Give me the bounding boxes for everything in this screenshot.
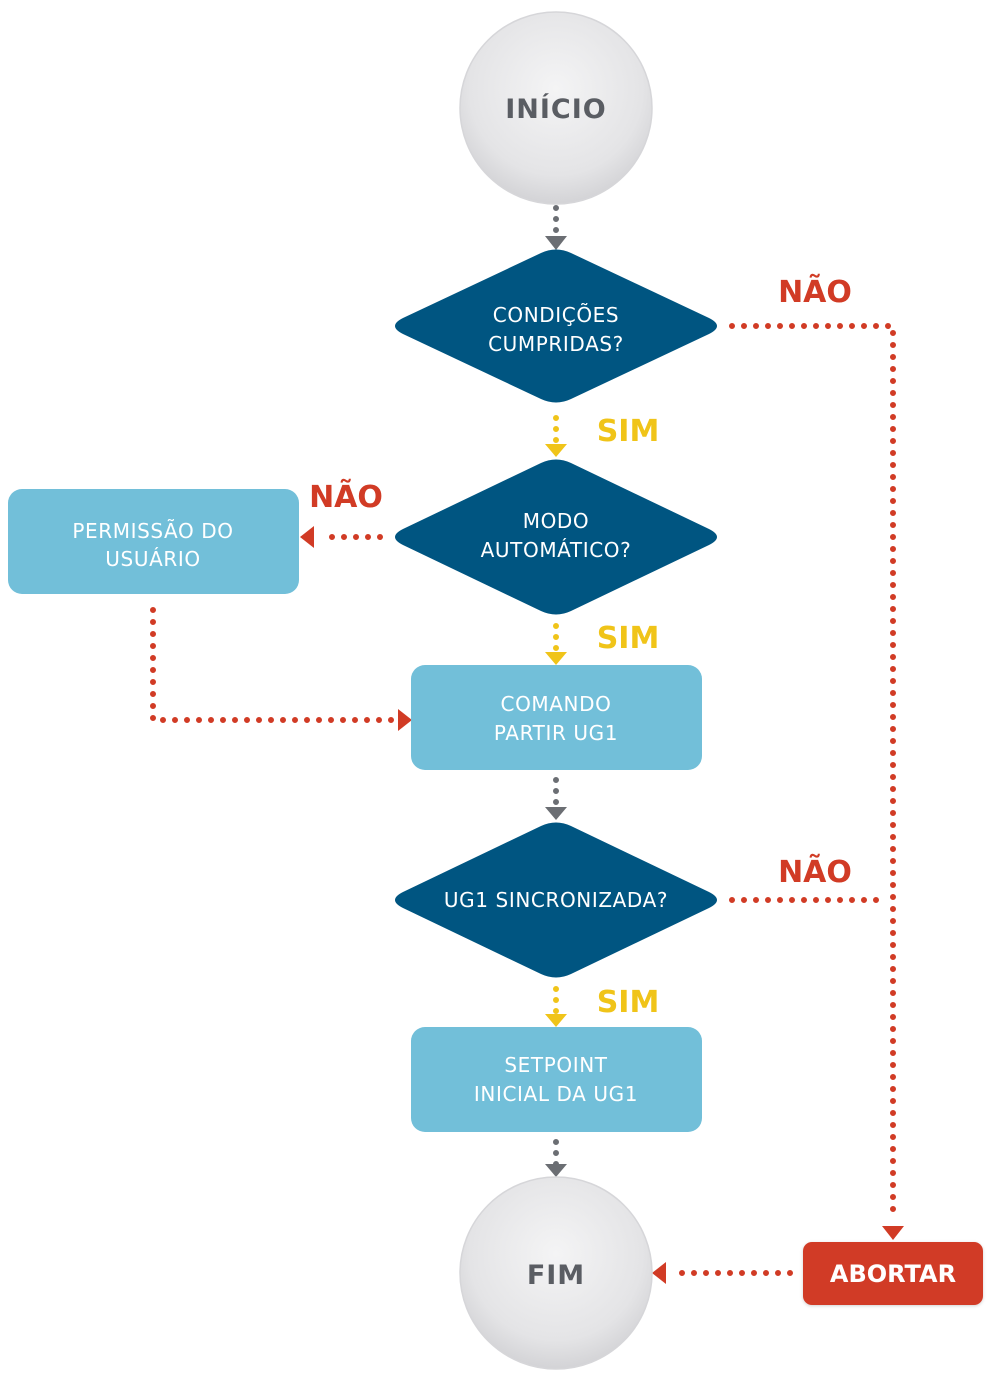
flow-condicoes-yes [545, 415, 567, 457]
decision-sincronizada-label: UG1 SINCRONIZADA? [444, 888, 668, 912]
flow-condicoes-no [729, 323, 904, 1240]
arrowhead [398, 709, 412, 731]
arrowhead [545, 1014, 567, 1027]
arrowhead [300, 526, 314, 548]
label-yes-condicoes: SIM [597, 414, 660, 449]
label-no-sincronizada: NÃO [778, 853, 852, 890]
decision-modo-line1: MODO [523, 509, 590, 533]
arrowhead [652, 1262, 666, 1284]
arrowhead [545, 236, 567, 250]
label-no-condicoes: NÃO [778, 273, 852, 310]
decision-condicoes: CONDIÇÕES CUMPRIDAS? [395, 249, 717, 403]
arrowhead [545, 807, 567, 820]
process-setpoint: SETPOINT INICIAL DA UG1 [411, 1027, 702, 1132]
process-permissao: PERMISSÃO DO USUÁRIO [8, 489, 299, 594]
process-comando-line2: PARTIR UG1 [494, 721, 618, 745]
flow-comando-to-sincronizada [545, 777, 567, 820]
process-comando-line1: COMANDO [501, 692, 612, 716]
process-permissao-line2: USUÁRIO [105, 547, 200, 571]
flow-modo-no [300, 526, 383, 548]
decision-modo: MODO AUTOMÁTICO? [395, 459, 717, 615]
edge-labels: NÃO SIM NÃO SIM NÃO SIM [309, 273, 852, 1020]
process-setpoint-line2: INICIAL DA UG1 [474, 1082, 638, 1106]
flow-sincronizada-yes [545, 986, 567, 1027]
label-yes-modo: SIM [597, 621, 660, 656]
process-comando: COMANDO PARTIR UG1 [411, 665, 702, 770]
flow-setpoint-to-fim [545, 1139, 567, 1177]
end-label: FIM [527, 1260, 585, 1291]
decision-condicoes-line1: CONDIÇÕES [493, 303, 619, 327]
label-yes-sincronizada: SIM [597, 985, 660, 1020]
connectors [150, 205, 904, 1284]
flow-abortar-to-fim [652, 1262, 793, 1284]
start-terminal: INÍCIO [459, 11, 653, 205]
arrowhead [545, 652, 567, 665]
end-terminal: FIM [459, 1176, 653, 1370]
flow-permissao-to-comando [150, 607, 412, 731]
abort-label: ABORTAR [830, 1260, 956, 1288]
abort-box: ABORTAR [803, 1242, 983, 1305]
arrowhead [545, 1164, 567, 1177]
start-label: INÍCIO [505, 93, 607, 125]
arrowhead [882, 1226, 904, 1240]
decision-condicoes-line2: CUMPRIDAS? [488, 332, 624, 356]
decision-modo-line2: AUTOMÁTICO? [481, 538, 632, 562]
process-permissao-line1: PERMISSÃO DO [72, 519, 233, 543]
arrowhead [545, 444, 567, 457]
decision-sincronizada: UG1 SINCRONIZADA? [395, 822, 717, 978]
label-no-modo: NÃO [309, 478, 383, 515]
process-setpoint-line1: SETPOINT [504, 1053, 607, 1077]
flow-inicio-to-condicoes [545, 205, 567, 250]
flow-modo-yes [545, 623, 567, 665]
